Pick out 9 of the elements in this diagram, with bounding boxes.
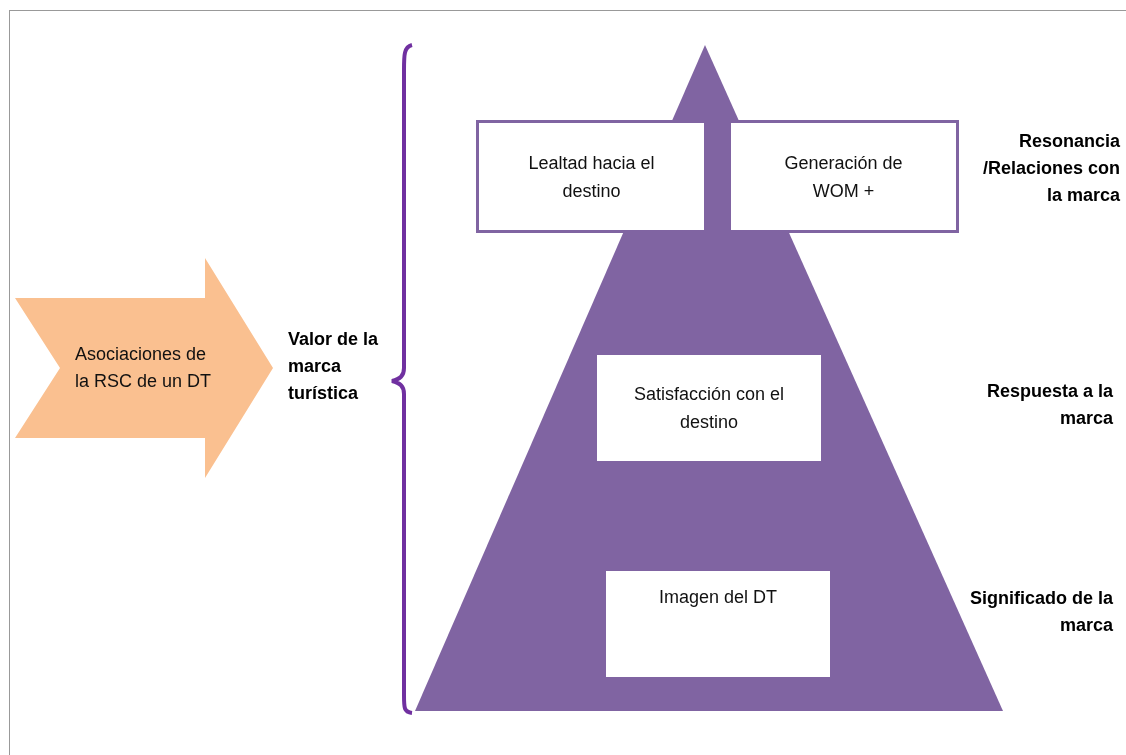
arrow-text: Asociaciones de la RSC de un DT — [75, 343, 213, 393]
level-label: Respuesta a la marca — [985, 380, 1113, 430]
level-label: Resonancia /Relaciones con la marca — [981, 130, 1120, 207]
level-label: Valor de la marca turística — [288, 328, 380, 405]
level-label: Significado de la marca — [968, 587, 1113, 637]
text-box: Satisfacción con el destino — [597, 355, 821, 461]
text-box: Imagen del DT — [606, 571, 830, 677]
text-box: Generación de WOM + — [728, 120, 959, 233]
text-box: Lealtad hacia el destino — [476, 120, 707, 233]
